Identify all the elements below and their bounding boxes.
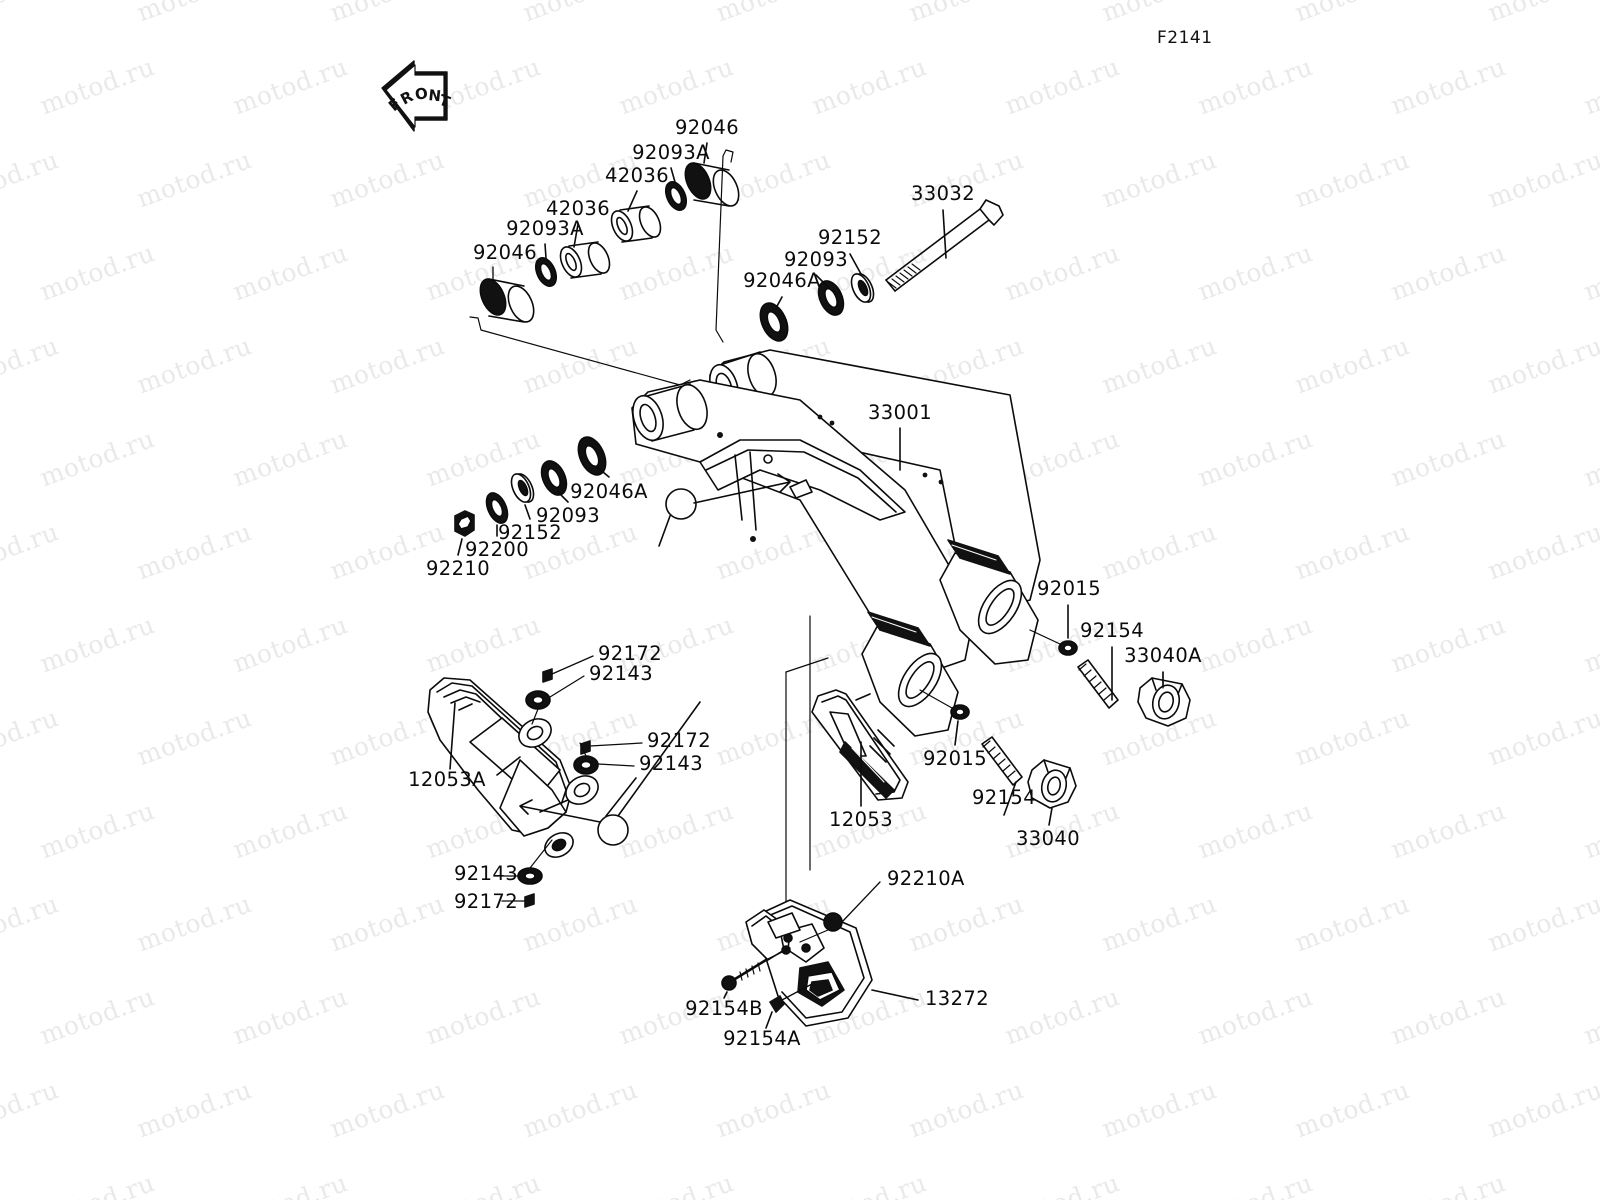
part-number-label-92143: 92143 bbox=[589, 662, 654, 685]
part-number-label-92172: 92172 bbox=[453, 890, 519, 913]
part-number-label-92046: 92046 bbox=[674, 116, 740, 139]
part-number-label-92093: 92093 bbox=[535, 504, 601, 527]
part-number-label-42036: 42036 bbox=[604, 164, 670, 187]
part-92046-left bbox=[479, 278, 535, 323]
part-number-label-92046a: 92046A bbox=[743, 269, 821, 292]
part-number-label-92172: 92172 bbox=[598, 642, 663, 665]
part-number-label-92015: 92015 bbox=[1036, 577, 1102, 600]
part-13272-chain-guide-plate bbox=[745, 899, 873, 1027]
part-number-label-92046: 92046 bbox=[472, 241, 538, 264]
part-92046A-left bbox=[577, 436, 607, 476]
part-number-label-92143: 92143 bbox=[639, 752, 704, 775]
part-92152-left bbox=[510, 473, 535, 503]
part-92046-right bbox=[684, 162, 740, 207]
part-number-label-92152: 92152 bbox=[817, 226, 883, 249]
part-92046A-upper bbox=[759, 302, 789, 342]
part-number-label-33032: 33032 bbox=[910, 182, 976, 205]
part-number-label-92152: 92152 bbox=[497, 521, 563, 544]
part-42036-right bbox=[610, 205, 662, 243]
part-number-label-92093: 92093 bbox=[783, 248, 849, 271]
part-number-label-92154: 92154 bbox=[971, 786, 1037, 809]
part-92172-upper bbox=[542, 655, 594, 683]
part-number-label-92154a: 92154A bbox=[723, 1027, 801, 1050]
part-92172-bottom bbox=[501, 893, 535, 908]
part-number-label-33040a: 33040A bbox=[1124, 644, 1202, 667]
part-number-label-92154: 92154 bbox=[1079, 619, 1145, 642]
front-arrow-icon: F R O N T bbox=[381, 60, 453, 132]
part-92015-upper bbox=[1029, 604, 1078, 656]
part-number-label-92093a: 92093A bbox=[632, 141, 710, 164]
part-92154-lower bbox=[981, 736, 1023, 816]
part-92172-lower bbox=[580, 740, 643, 755]
svg-text:O: O bbox=[414, 84, 430, 104]
part-42036-left bbox=[559, 241, 611, 279]
part-number-label-92015: 92015 bbox=[922, 747, 988, 770]
part-33032-shaft bbox=[885, 199, 1004, 292]
part-92154-upper bbox=[1077, 646, 1119, 709]
part-92143-lower bbox=[573, 742, 635, 775]
part-92143-upper bbox=[525, 675, 585, 725]
part-number-label-12053a: 12053A bbox=[408, 768, 486, 791]
part-12053-chain-guide bbox=[811, 689, 909, 801]
part-92152-upper bbox=[850, 273, 875, 303]
part-12053A-chain-guard bbox=[427, 677, 599, 858]
part-92200-washer bbox=[485, 492, 509, 524]
part-number-label-92143: 92143 bbox=[453, 862, 519, 885]
part-92015-lower bbox=[919, 689, 970, 746]
part-33001-swingarm bbox=[631, 349, 1041, 737]
part-number-label-33001: 33001 bbox=[867, 401, 933, 424]
callout-A-guard bbox=[519, 701, 701, 846]
part-number-label-42036: 42036 bbox=[545, 197, 611, 220]
part-number-label-92093a: 92093A bbox=[506, 217, 584, 240]
part-number-label-92200: 92200 bbox=[464, 538, 530, 561]
part-33040A-adjuster bbox=[1137, 671, 1191, 727]
part-92210A-nut bbox=[799, 881, 881, 943]
part-33040-adjuster bbox=[1027, 759, 1077, 809]
part-92143-bottom bbox=[503, 839, 553, 885]
part-92093A-left bbox=[534, 257, 558, 287]
part-number-label-92154b: 92154B bbox=[685, 997, 763, 1020]
part-number-label-92172: 92172 bbox=[647, 729, 712, 752]
part-92154B-bolt bbox=[721, 947, 791, 999]
part-number-label-33040: 33040 bbox=[1015, 827, 1081, 850]
part-number-label-92046a: 92046A bbox=[570, 480, 648, 503]
part-92154A-bolt bbox=[765, 983, 813, 1029]
callout-A-main bbox=[658, 473, 791, 547]
svg-text:N: N bbox=[428, 86, 442, 105]
part-number-label-92210: 92210 bbox=[425, 557, 491, 580]
part-92093A-right bbox=[664, 181, 688, 211]
part-92093-left bbox=[540, 460, 568, 496]
part-92093-upper bbox=[817, 280, 845, 316]
part-number-label-12053: 12053 bbox=[828, 808, 894, 831]
part-number-label-13272: 13272 bbox=[925, 987, 990, 1010]
sheet-code: F2141 bbox=[1157, 28, 1213, 48]
part-92210-nut bbox=[454, 510, 475, 537]
part-number-label-92210a: 92210A bbox=[887, 867, 965, 890]
